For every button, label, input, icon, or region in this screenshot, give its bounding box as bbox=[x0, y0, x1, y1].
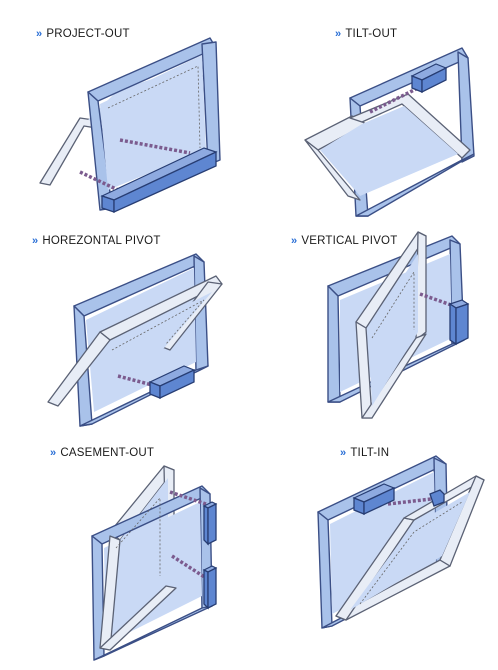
glass bbox=[330, 472, 436, 614]
caption-label: PROJECT-OUT bbox=[46, 28, 130, 40]
bullet-icon: » bbox=[340, 447, 347, 459]
seal-line bbox=[359, 501, 463, 605]
caption-label: TILT-OUT bbox=[345, 28, 398, 40]
glass bbox=[104, 502, 202, 644]
frame-right bbox=[201, 41, 221, 166]
bullet-icon: » bbox=[335, 28, 342, 40]
motor-body bbox=[363, 486, 395, 516]
caption-tilt-in: » TILT-IN bbox=[340, 447, 389, 459]
seal-line bbox=[107, 65, 201, 149]
vertical-pivot-illustration bbox=[327, 231, 470, 419]
motor-body bbox=[113, 150, 217, 214]
caption-casement-out: » CASEMENT-OUT bbox=[50, 447, 154, 459]
sash-bottom bbox=[361, 333, 427, 419]
frame-right bbox=[457, 51, 475, 163]
horizontal-pivot-illustration bbox=[47, 253, 223, 427]
glass-pane bbox=[368, 254, 418, 406]
motor-end bbox=[449, 302, 457, 346]
chain-actuator-arm bbox=[119, 138, 191, 155]
frame-bottom bbox=[355, 153, 475, 217]
chain-actuator-arm bbox=[79, 170, 119, 192]
chain-actuator-arm bbox=[171, 554, 207, 580]
motor-body bbox=[159, 368, 195, 400]
caption-label: TILT-IN bbox=[350, 447, 390, 459]
motor-body bbox=[421, 66, 447, 94]
frame-left bbox=[317, 511, 333, 629]
glass-pane bbox=[350, 492, 470, 610]
casement-out-illustration bbox=[91, 465, 218, 661]
bullet-icon: » bbox=[32, 235, 39, 247]
chain-actuator-arm bbox=[419, 292, 455, 308]
sash-left bbox=[304, 139, 361, 201]
hinge-bracket bbox=[429, 489, 445, 507]
caption-label: HOREZONTAL PIVOT bbox=[42, 235, 161, 247]
frame-left bbox=[327, 285, 341, 403]
project-out-illustration bbox=[39, 37, 221, 214]
bullet-icon: » bbox=[36, 28, 43, 40]
caption-project-out: » PROJECT-OUT bbox=[36, 28, 130, 40]
glass bbox=[100, 55, 206, 190]
seal-line bbox=[371, 270, 415, 339]
chain-actuator-arm bbox=[387, 496, 441, 506]
glass-pane bbox=[320, 106, 458, 196]
caption-horizontal-pivot: » HOREZONTAL PIVOT bbox=[32, 235, 161, 247]
caption-label: CASEMENT-OUT bbox=[60, 447, 155, 459]
sash-left bbox=[47, 331, 111, 407]
tilt-out-illustration bbox=[304, 47, 475, 217]
seal-line bbox=[111, 299, 205, 351]
chain-actuator-arm bbox=[369, 86, 419, 114]
chain-actuator-arm bbox=[169, 490, 207, 506]
motor-body bbox=[455, 303, 469, 346]
caption-vertical-pivot: » VERTICAL PIVOT bbox=[291, 235, 397, 247]
sash-bottom bbox=[99, 585, 177, 651]
tilt-in-illustration bbox=[317, 455, 485, 629]
bullet-icon: » bbox=[291, 235, 298, 247]
caption-tilt-out: » TILT-OUT bbox=[335, 28, 397, 40]
motor-body bbox=[207, 566, 217, 610]
motor-body bbox=[207, 502, 217, 546]
caption-label: VERTICAL PIVOT bbox=[301, 235, 398, 247]
bullet-icon: » bbox=[50, 447, 57, 459]
